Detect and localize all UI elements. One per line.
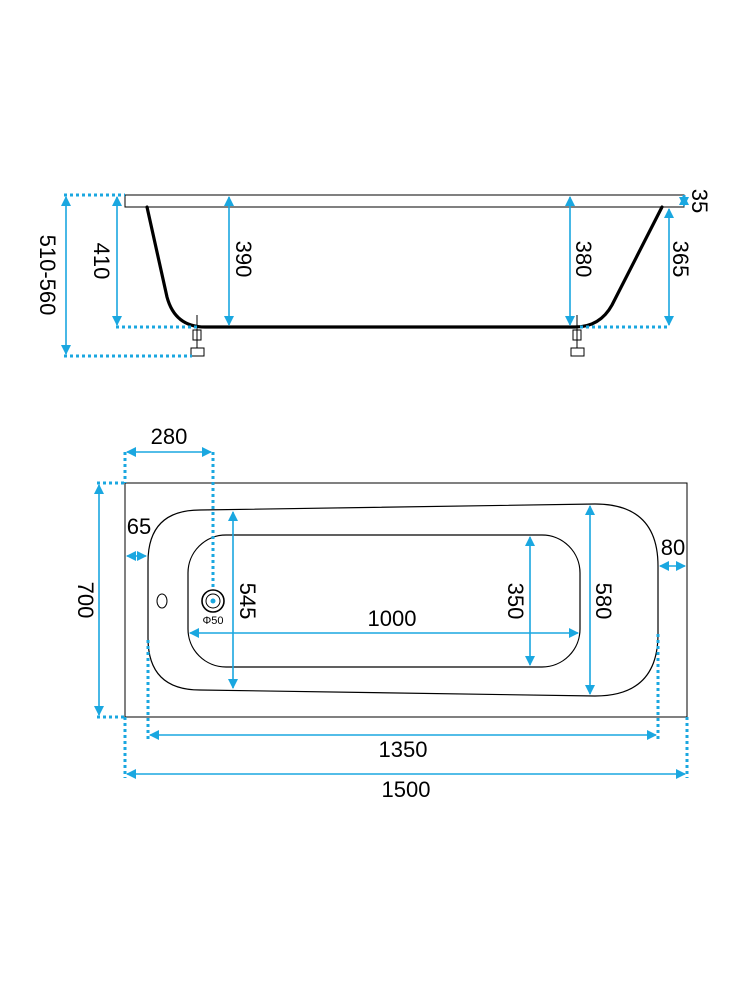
label-floor-length: 1000 [368, 606, 417, 631]
label-right-rim: 80 [661, 535, 685, 560]
label-width: 700 [73, 582, 98, 619]
inner-basin [147, 503, 659, 697]
label-inner-width-right: 580 [591, 583, 616, 620]
label-inner-width-left: 545 [235, 583, 260, 620]
label-left-rim: 65 [127, 514, 151, 539]
tub-rim [124, 194, 685, 208]
foot-right [570, 315, 585, 357]
label-depth-left: 410 [89, 243, 114, 280]
label-total-height: 510-560 [35, 235, 60, 316]
overflow-hole [156, 593, 168, 609]
top-view: 280 700 65 80 545 Φ50 1000 350 580 1350 … [73, 424, 689, 802]
drain [201, 589, 225, 613]
label-inner-length: 1350 [379, 737, 428, 762]
label-rim: 35 [687, 189, 712, 213]
tub-floor [187, 534, 581, 668]
label-depth-inner-right: 380 [571, 241, 596, 278]
label-drain-offset: 280 [151, 424, 188, 449]
side-view: 510-560 410 390 380 365 35 [35, 189, 712, 358]
foot-left [190, 315, 205, 357]
label-depth-right: 365 [668, 241, 693, 278]
tub-profile [145, 205, 664, 329]
tub-outline-top [124, 482, 688, 718]
label-depth-inner-left: 390 [231, 241, 256, 278]
label-total-length: 1500 [382, 777, 431, 802]
label-floor-width: 350 [503, 583, 528, 620]
label-drain: Φ50 [202, 615, 223, 627]
